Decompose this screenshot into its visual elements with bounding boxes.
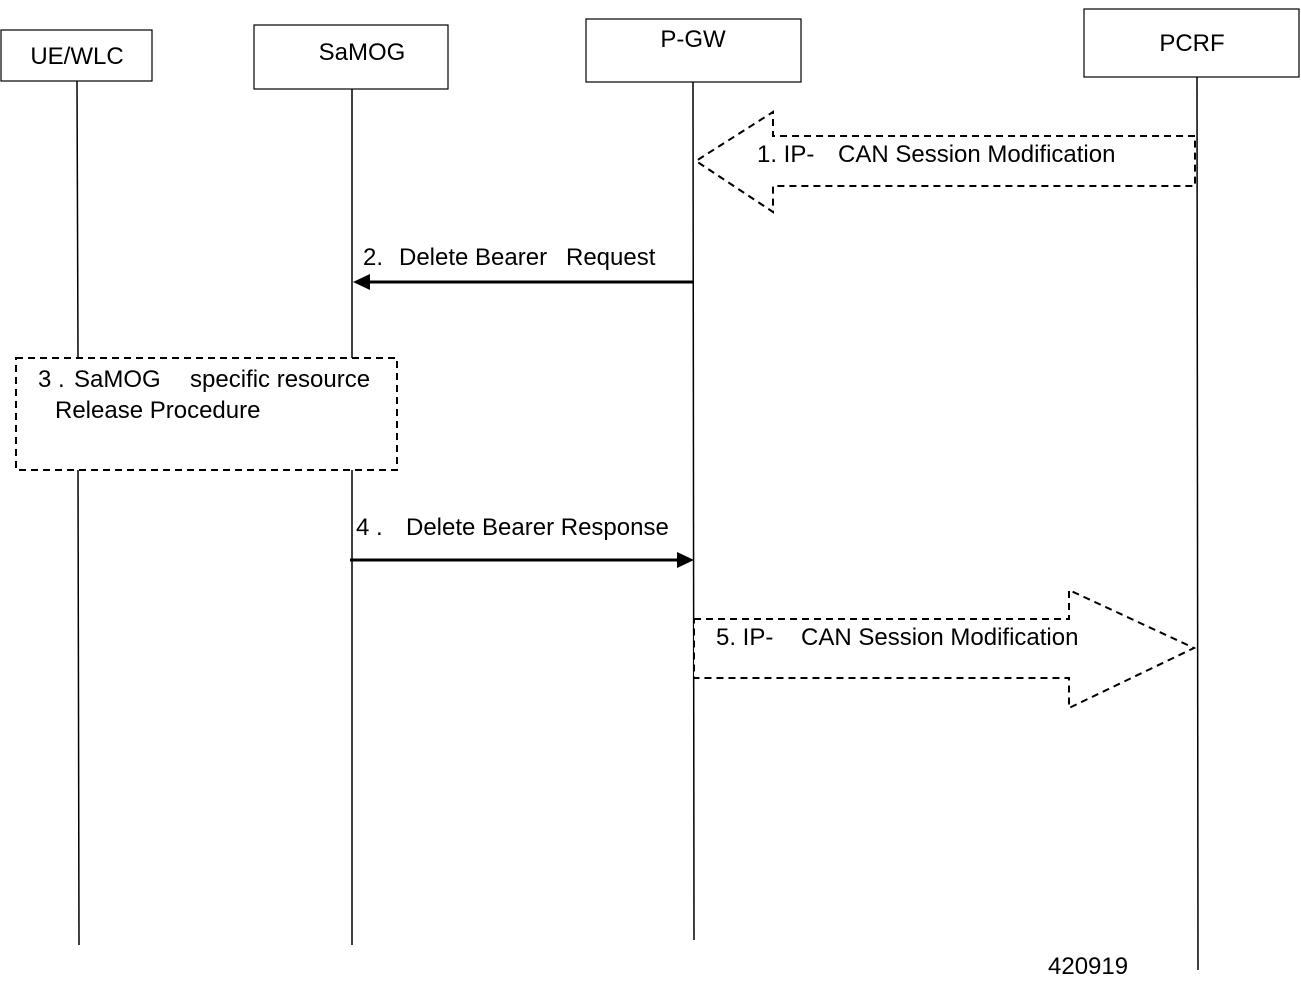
step-3-number: 3 . xyxy=(38,366,65,393)
step-4-text: Delete Bearer Response xyxy=(406,514,669,541)
figure-id: 420919 xyxy=(1048,953,1128,980)
entity-pcrf-box xyxy=(1083,8,1300,78)
step-2-text: Delete Bearer xyxy=(399,244,547,271)
entity-pgw-box xyxy=(585,18,802,83)
step-4-message: 4 . Delete Bearer Response xyxy=(350,514,694,568)
step-4-arrow-head xyxy=(677,552,694,568)
step-1-arrow: 1. IP- CAN Session Modification xyxy=(694,110,1196,214)
entity-ue-label: UE/WLC xyxy=(30,43,123,70)
step-1-text: CAN Session Modification xyxy=(838,141,1115,168)
step-3-line2: Release Procedure xyxy=(55,397,260,424)
step-3-text: SaMOG xyxy=(74,366,161,393)
entity-ue-box xyxy=(0,29,153,82)
lifeline-ue-top xyxy=(76,80,79,359)
entity-pgw-label: P-GW xyxy=(660,26,726,53)
entity-samog-label: SaMOG xyxy=(319,39,406,66)
entity-samog: SaMOG xyxy=(253,24,449,90)
step-3-procedure: 3 . SaMOG specific resource Release Proc… xyxy=(15,357,398,471)
entity-pcrf: PCRF xyxy=(1083,8,1300,78)
step-2-text2: Request xyxy=(566,244,656,271)
lifeline-pgw xyxy=(692,81,695,941)
step-5-text: CAN Session Modification xyxy=(801,624,1078,651)
step-1-number: 1. IP- xyxy=(757,141,814,168)
step-3-text2: specific resource xyxy=(190,366,370,393)
entity-ue: UE/WLC xyxy=(0,29,153,82)
step-2-number: 2. xyxy=(363,244,383,271)
entity-pgw: P-GW xyxy=(585,18,802,83)
step-3-box xyxy=(15,357,398,471)
step-5-block-arrow xyxy=(693,588,1197,710)
entity-samog-box xyxy=(253,24,449,90)
step-5-number: 5. IP- xyxy=(716,624,773,651)
lifeline-pcrf xyxy=(1196,76,1199,971)
step-2-arrow-head xyxy=(353,274,370,290)
lifeline-ue-bottom xyxy=(77,469,80,946)
step-5-arrow: 5. IP- CAN Session Modification xyxy=(693,588,1197,710)
entity-pcrf-label: PCRF xyxy=(1159,30,1224,57)
step-4-number: 4 . xyxy=(356,514,383,541)
step-1-block-arrow xyxy=(694,110,1196,214)
step-2-message: 2. Delete Bearer Request xyxy=(353,244,693,290)
